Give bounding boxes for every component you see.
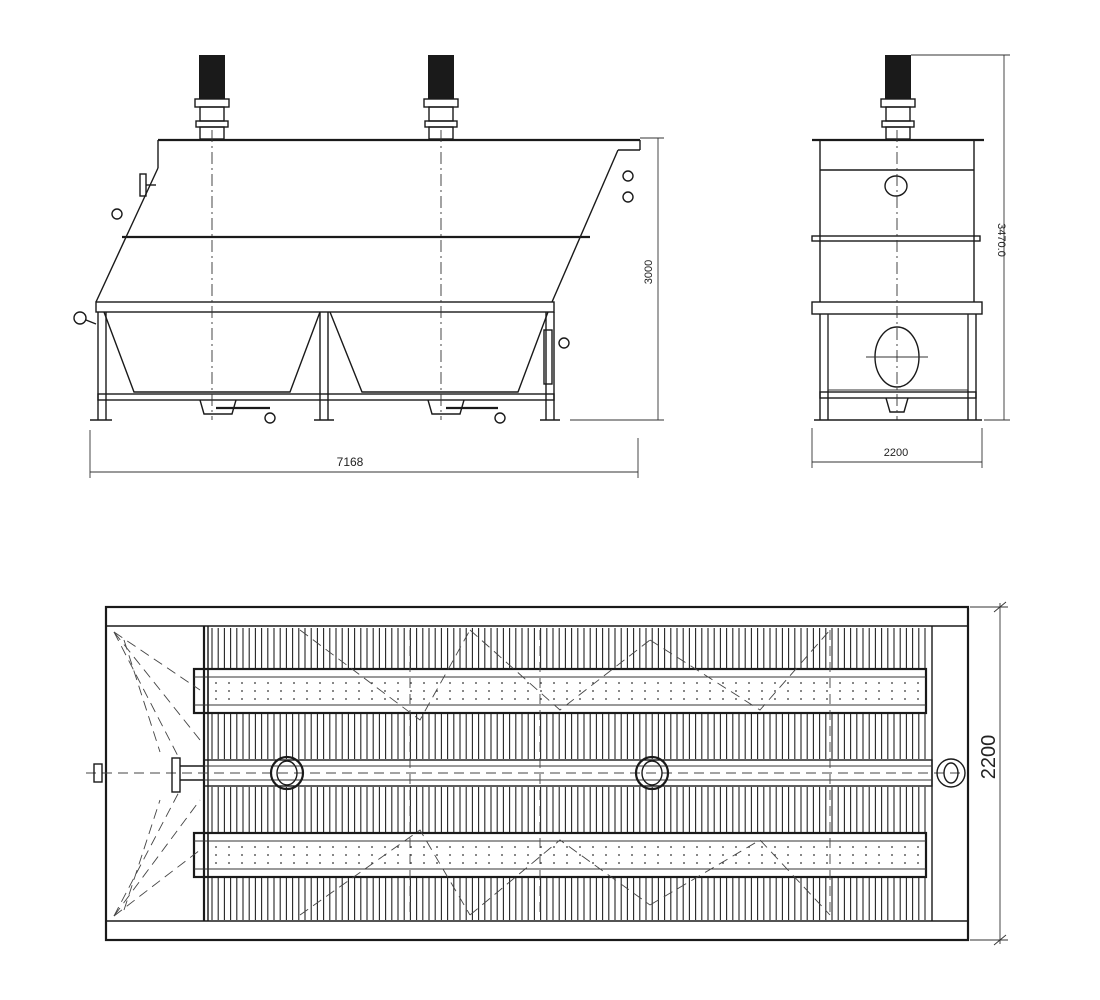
plan-width-dimension: 2200	[978, 735, 1000, 780]
side-height-dimension: 3470.0	[995, 223, 1007, 257]
agitator-motor-left	[194, 55, 230, 140]
front-height-dimension: 3000	[643, 260, 655, 284]
front-length-dimension: 7168	[337, 455, 364, 469]
grating-bars	[211, 628, 926, 920]
plan-view: 2200	[86, 601, 1008, 946]
side-elevation-view: 3470.0 2200	[811, 54, 1010, 468]
front-elevation-view: 3000 7168	[73, 55, 664, 478]
perforation-dots	[215, 682, 919, 864]
side-width-dimension: 2200	[884, 447, 908, 459]
agitator-motor-side	[880, 55, 916, 140]
agitator-motor-right	[423, 55, 459, 140]
